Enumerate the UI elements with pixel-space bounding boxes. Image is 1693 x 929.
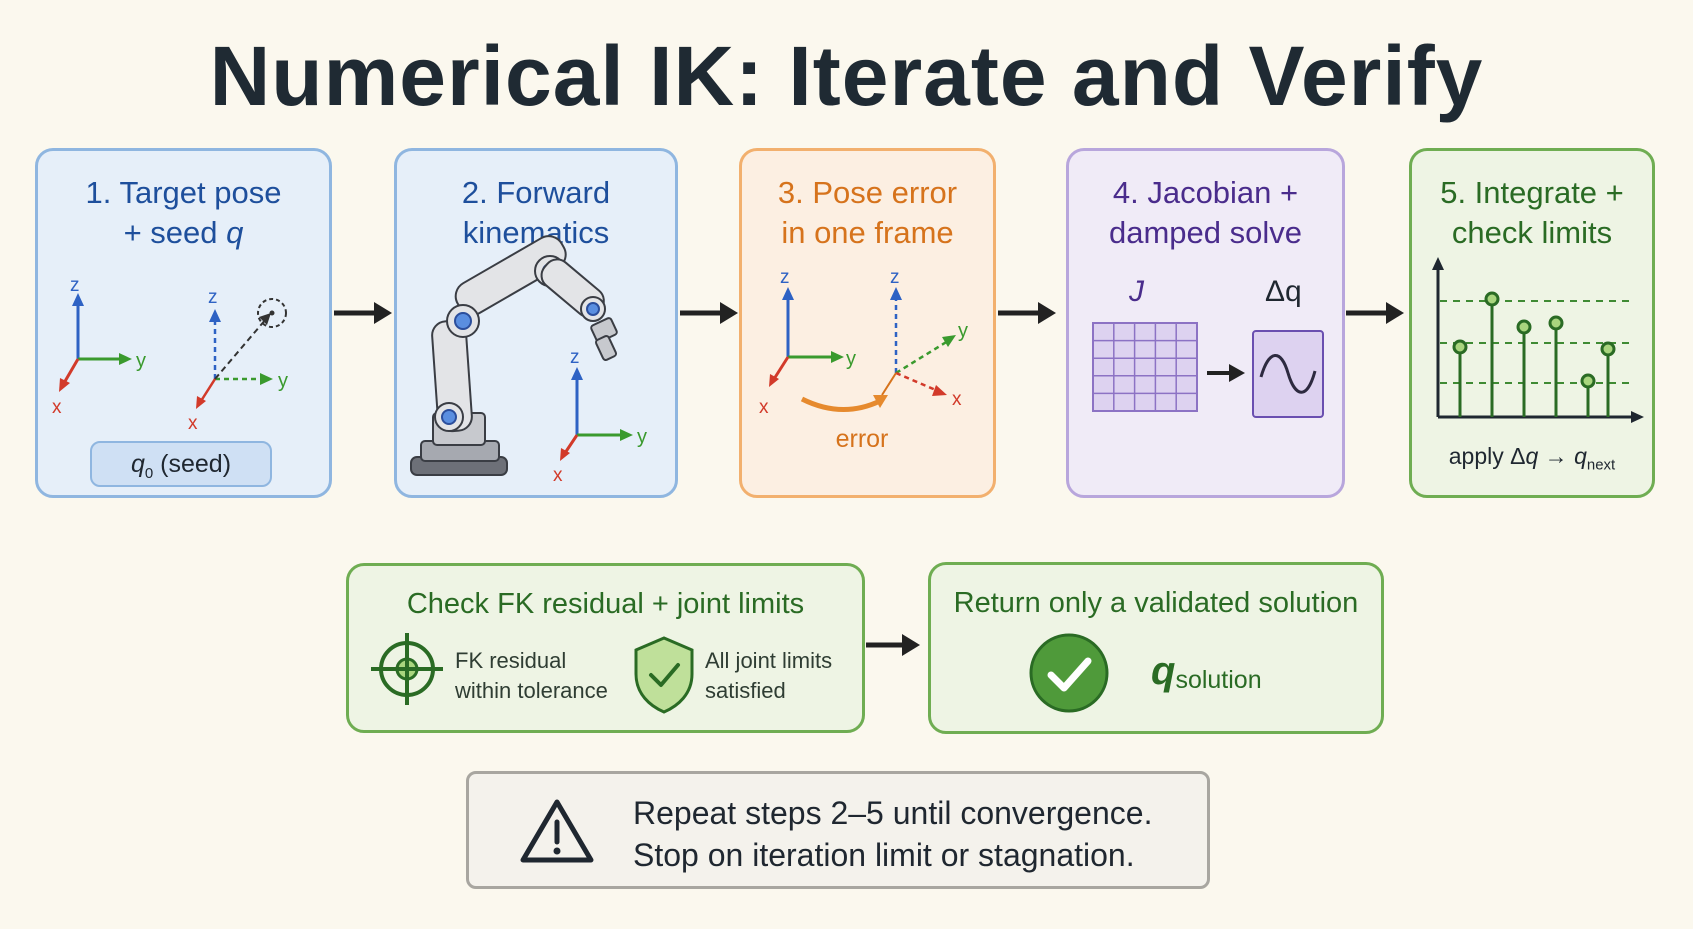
jacobian-label: J xyxy=(1129,275,1144,308)
step-2-card: 2. Forward kinematics z y x xyxy=(394,148,678,498)
warning-icon xyxy=(520,799,594,863)
current-frame-axes-icon: z y x xyxy=(759,267,856,418)
jacobian-matrix-icon xyxy=(1092,322,1198,412)
shield-check-icon xyxy=(634,636,694,714)
step-1-card: 1. Target pose + seed q z y x z y x q0 (… xyxy=(35,148,332,498)
apply-step-label: apply Δq → qnext xyxy=(1448,443,1616,474)
svg-text:z: z xyxy=(70,275,80,296)
goal-frame-axes-icon: z y x xyxy=(881,267,968,410)
svg-text:x: x xyxy=(188,413,198,434)
error-label: error xyxy=(835,425,889,453)
svg-text:z: z xyxy=(570,347,580,368)
robot-arm-icon xyxy=(410,235,618,476)
right-arrow-icon xyxy=(334,302,392,324)
step-4-title: 4. Jacobian + damped solve xyxy=(1108,175,1302,250)
step-4-card: 4. Jacobian + damped solve J Δq xyxy=(1066,148,1345,498)
svg-text:x: x xyxy=(553,465,563,486)
end-effector-axes-icon: z y x xyxy=(553,347,647,486)
check-title: Check FK residual + joint limits xyxy=(406,588,805,620)
warning-text: Repeat steps 2–5 until convergence. Stop… xyxy=(633,795,1153,873)
fk-residual-text: FK residual within tolerance xyxy=(455,648,608,703)
svg-text:y: y xyxy=(637,426,647,448)
check-card: Check FK residual + joint limits FK resi… xyxy=(346,563,865,733)
svg-text:z: z xyxy=(208,287,218,308)
right-arrow-icon xyxy=(680,302,738,324)
result-title: Return only a validated solution xyxy=(953,587,1359,619)
right-arrow-icon xyxy=(1346,302,1404,324)
svg-text:z: z xyxy=(780,267,790,288)
step-3-card: 3. Pose error in one frame z y x z y x e… xyxy=(739,148,996,498)
check-circle-icon xyxy=(1029,633,1109,713)
svg-text:y: y xyxy=(846,348,856,370)
error-arrow-icon xyxy=(800,395,888,412)
page-title: Numerical IK: Iterate and Verify xyxy=(209,29,1484,123)
joint-limits-text: All joint limits satisfied xyxy=(705,648,833,703)
target-frame-axes-icon: z y x xyxy=(188,287,288,434)
step-3-title: 3. Pose error in one frame xyxy=(777,175,958,250)
stem-plot-icon xyxy=(1432,257,1644,423)
right-arrow-icon xyxy=(1207,364,1245,382)
delta-q-label: Δq xyxy=(1265,275,1302,308)
svg-text:z: z xyxy=(890,267,900,288)
svg-text:x: x xyxy=(759,397,769,418)
right-arrow-icon xyxy=(998,302,1056,324)
svg-text:x: x xyxy=(952,389,962,410)
step-5-title: 5. Integrate + check limits xyxy=(1440,175,1624,250)
right-arrow-icon xyxy=(866,634,920,656)
svg-text:y: y xyxy=(136,350,146,372)
svg-text:y: y xyxy=(958,320,968,342)
step-5-card: 5. Integrate + check limits apply Δq → q… xyxy=(1409,148,1655,498)
svg-text:y: y xyxy=(278,370,288,392)
target-icon xyxy=(371,633,443,705)
warning-box: Repeat steps 2–5 until convergence. Stop… xyxy=(466,771,1210,889)
sine-wave-icon xyxy=(1252,330,1324,418)
seed-pill: q0 (seed) xyxy=(90,441,272,487)
step-2-title: 2. Forward kinematics xyxy=(461,175,611,250)
solution-label: qsolution xyxy=(1151,649,1262,695)
svg-text:x: x xyxy=(52,397,62,418)
result-card: Return only a validated solution qsoluti… xyxy=(928,562,1384,734)
step-1-title: 1. Target pose + seed q xyxy=(85,175,282,250)
base-frame-axes-icon: z y x xyxy=(52,275,146,418)
